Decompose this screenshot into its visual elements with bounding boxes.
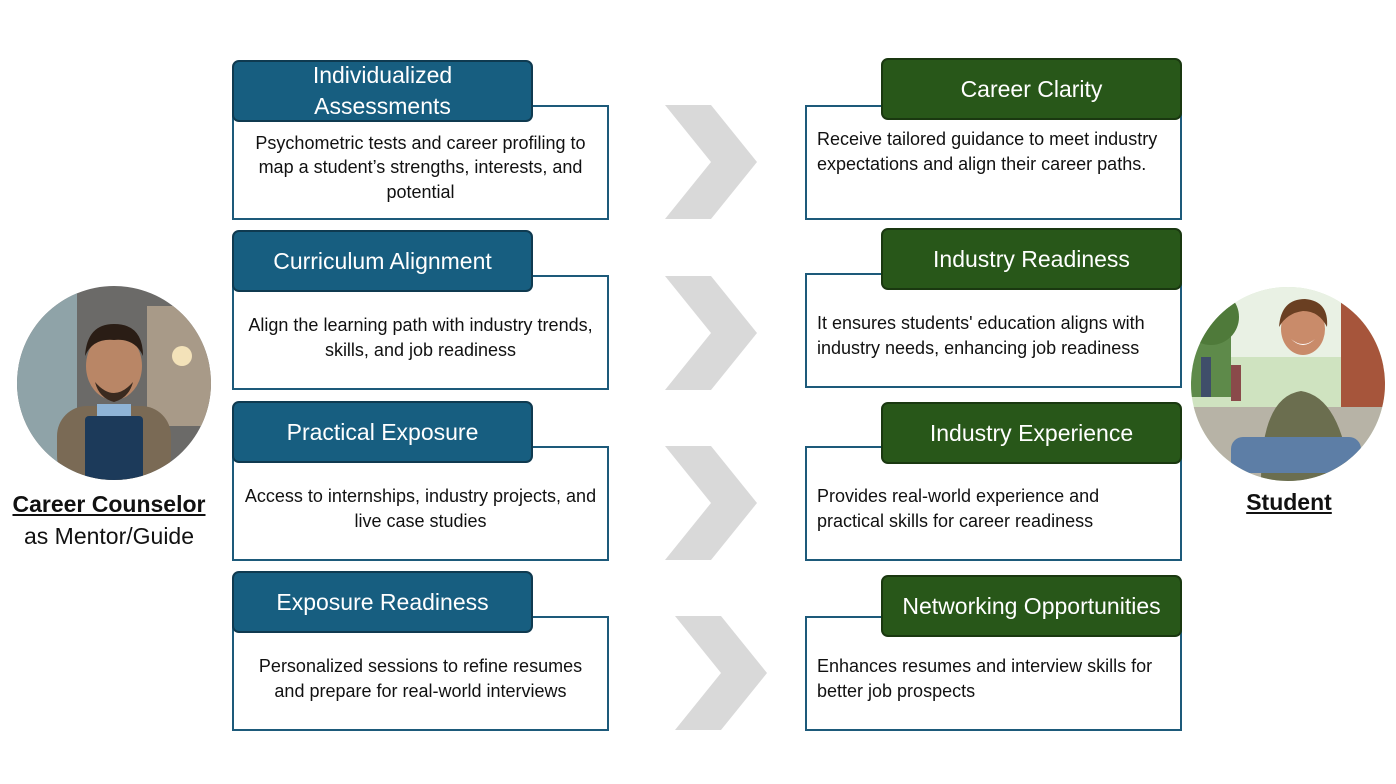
right-card-2-title: Industry Readiness bbox=[881, 228, 1182, 290]
right-card-1-title: Career Clarity bbox=[881, 58, 1182, 120]
student-photo bbox=[1191, 287, 1385, 481]
chevron-right-icon bbox=[665, 446, 757, 560]
left-card-2-text: Align the learning path with industry tr… bbox=[248, 315, 593, 360]
right-card-4-text: Enhances resumes and interview skills fo… bbox=[817, 656, 1153, 701]
left-card-4-text: Personalized sessions to refine resumes … bbox=[258, 656, 583, 701]
right-card-1: Receive tailored guidance to meet indust… bbox=[805, 105, 1182, 220]
left-card-2: Align the learning path with industry tr… bbox=[232, 275, 609, 390]
right-card-1-text: Receive tailored guidance to meet indust… bbox=[817, 129, 1158, 174]
left-card-1: Psychometric tests and career profiling … bbox=[232, 105, 609, 220]
student-label: Student bbox=[1198, 486, 1380, 518]
right-card-2: It ensures students' education aligns wi… bbox=[805, 273, 1182, 388]
left-card-2-title: Curriculum Alignment bbox=[232, 230, 533, 292]
left-card-1-title: Individualized Assessments bbox=[232, 60, 533, 122]
counselor-photo bbox=[17, 286, 211, 480]
chevron-right-icon bbox=[665, 276, 757, 390]
right-card-2-text: It ensures students' education aligns wi… bbox=[817, 313, 1145, 358]
right-card-3-title: Industry Experience bbox=[881, 402, 1182, 464]
counselor-label: Career Counselor as Mentor/Guide bbox=[8, 488, 210, 552]
left-card-4-title: Exposure Readiness bbox=[232, 571, 533, 633]
counselor-name: Career Counselor bbox=[12, 491, 206, 517]
left-card-1-text: Psychometric tests and career profiling … bbox=[255, 132, 586, 202]
left-card-4: Personalized sessions to refine resumes … bbox=[232, 616, 609, 731]
chevron-right-icon bbox=[675, 616, 767, 730]
right-card-3: Provides real-world experience and pract… bbox=[805, 446, 1182, 561]
right-card-3-text: Provides real-world experience and pract… bbox=[817, 486, 1100, 531]
student-name: Student bbox=[1246, 489, 1332, 515]
left-card-3: Access to internships, industry projects… bbox=[232, 446, 609, 561]
chevron-right-icon bbox=[665, 105, 757, 219]
right-card-4-title: Networking Opportunities bbox=[881, 575, 1182, 637]
counselor-role: as Mentor/Guide bbox=[23, 523, 195, 549]
left-card-3-text: Access to internships, industry projects… bbox=[244, 486, 597, 531]
left-card-3-title: Practical Exposure bbox=[232, 401, 533, 463]
